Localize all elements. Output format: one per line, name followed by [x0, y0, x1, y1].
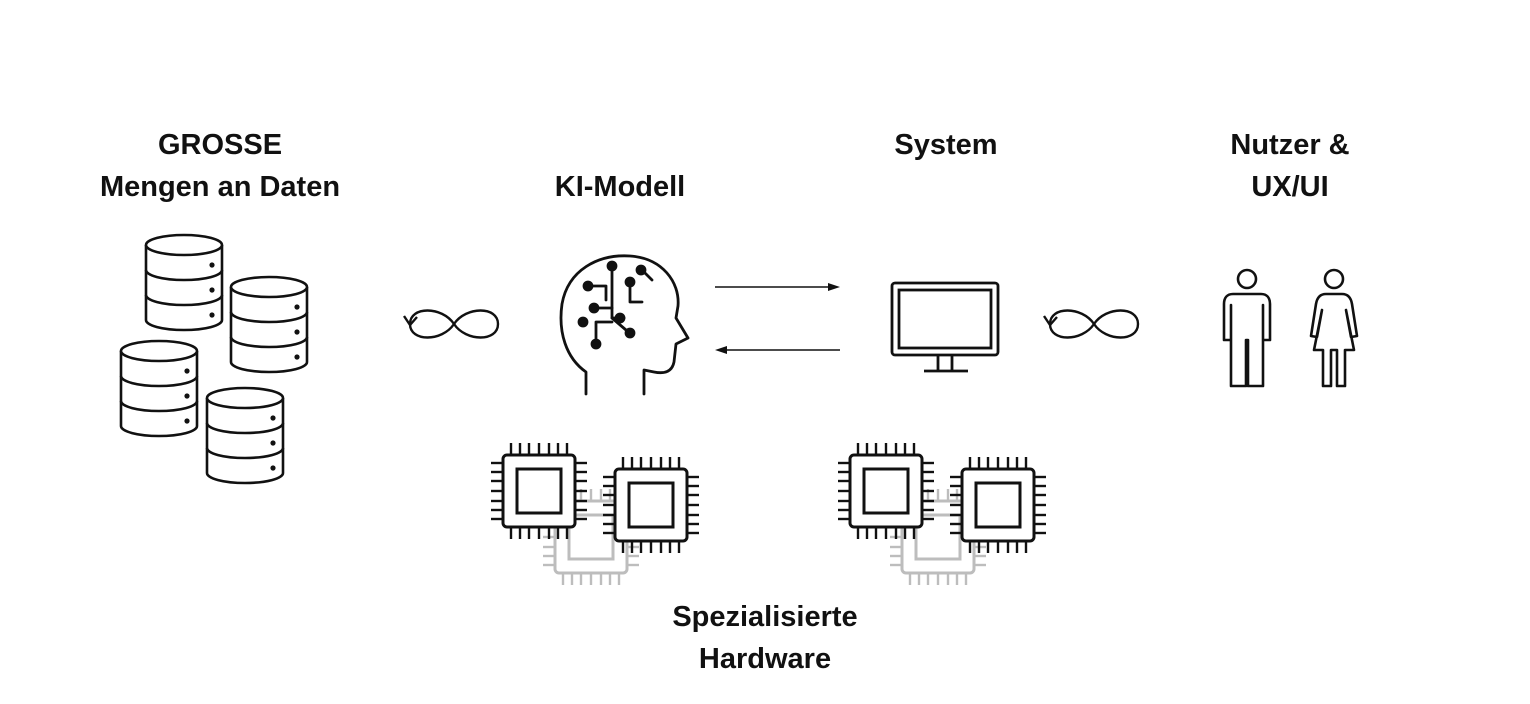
- label-line: Nutzer &: [1230, 129, 1350, 161]
- label-line: GROSSE: [157, 129, 283, 161]
- label-system: System: [846, 124, 1046, 166]
- label-line: Mengen an Daten: [99, 171, 341, 203]
- database-stack-icon: [119, 233, 309, 485]
- label-line: UX/UI: [1251, 171, 1329, 203]
- ai-head-icon: [559, 254, 690, 396]
- label-line: Hardware: [698, 643, 832, 675]
- monitor-icon: [890, 281, 1000, 373]
- arrow-to-model: [715, 346, 840, 354]
- man-icon: [1222, 268, 1272, 388]
- label-users-ux: Nutzer & UX/UI: [1190, 124, 1390, 208]
- label-line: System: [894, 129, 998, 161]
- woman-icon: [1309, 268, 1359, 388]
- label-special-hardware: Spezialisierte Hardware: [620, 596, 910, 680]
- label-line: Spezialisierte: [672, 601, 858, 633]
- label-line: KI-Modell: [554, 171, 686, 203]
- infinity-loop-icon: [1042, 309, 1140, 339]
- cpu-chip-cluster-left: [491, 443, 699, 585]
- infinity-loop-icon: [402, 309, 500, 339]
- label-ai-model: KI-Modell: [500, 166, 740, 208]
- cpu-chip-cluster-right: [838, 443, 1046, 585]
- label-large-data: GROSSE Mengen an Daten: [60, 124, 380, 208]
- arrow-to-system: [715, 283, 840, 291]
